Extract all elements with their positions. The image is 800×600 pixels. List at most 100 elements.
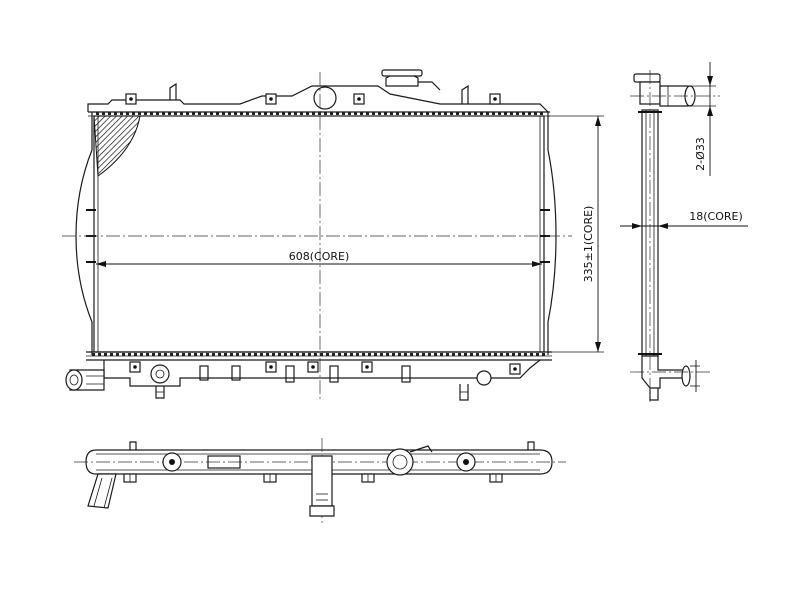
header-tooth [228, 112, 231, 115]
header-tooth [300, 112, 303, 115]
header-tooth [96, 112, 99, 115]
top-pin-right [461, 84, 469, 104]
header-tooth [320, 353, 323, 356]
header-tooth [108, 112, 111, 115]
header-tooth [384, 112, 387, 115]
header-tooth [126, 112, 129, 115]
header-tooth [102, 112, 105, 115]
header-tooth [212, 353, 215, 356]
header-tooth [210, 112, 213, 115]
header-tooth [308, 353, 311, 356]
header-tooth [524, 353, 527, 356]
header-tooth [492, 112, 495, 115]
header-tooth [462, 112, 465, 115]
core-thickness-label: 18(CORE) [689, 210, 743, 223]
inlet-neck [313, 86, 337, 110]
top-bracket-2 [265, 93, 277, 105]
header-tooth [290, 353, 293, 356]
header-tooth [416, 353, 419, 356]
header-tooth [180, 112, 183, 115]
header-tooth [314, 353, 317, 356]
header-tooth [192, 112, 195, 115]
header-tooth [252, 112, 255, 115]
header-tooth [482, 353, 485, 356]
header-tooth [170, 353, 173, 356]
header-tooth [114, 112, 117, 115]
header-tooth [512, 353, 515, 356]
header-tooth [380, 353, 383, 356]
header-tooth [152, 353, 155, 356]
header-tooth [186, 112, 189, 115]
header-tooth [518, 353, 521, 356]
header-tooth [464, 353, 467, 356]
radiator-core [93, 115, 545, 353]
tube-diameter-label: 2-Ø33 [694, 137, 707, 171]
header-tooth [138, 112, 141, 115]
header-tooth [162, 112, 165, 115]
header-tooth [516, 112, 519, 115]
bottom-header-teeth [92, 353, 545, 356]
header-tooth [504, 112, 507, 115]
outlet-pipe [65, 369, 105, 391]
angled-outlet-pipe [87, 473, 117, 509]
header-tooth [134, 353, 137, 356]
header-tooth [348, 112, 351, 115]
header-tooth [446, 353, 449, 356]
header-tooth [156, 112, 159, 115]
header-tooth [354, 112, 357, 115]
top-pin-left [169, 82, 177, 100]
header-tooth [486, 112, 489, 115]
header-tooth [372, 112, 375, 115]
header-tooth [218, 353, 221, 356]
header-tooth [296, 353, 299, 356]
header-tooth [230, 353, 233, 356]
header-tooth [164, 353, 167, 356]
header-tooth [288, 112, 291, 115]
header-tooth [254, 353, 257, 356]
bottom-diameter-marks [690, 360, 700, 392]
header-tooth [456, 112, 459, 115]
header-tooth [498, 112, 501, 115]
header-tooth [426, 112, 429, 115]
header-tooth [318, 112, 321, 115]
header-tooth [258, 112, 261, 115]
header-tooth [360, 112, 363, 115]
header-tooth [198, 112, 201, 115]
top-header-teeth [96, 112, 543, 115]
header-tooth [104, 353, 107, 356]
header-tooth [404, 353, 407, 356]
header-tooth [266, 353, 269, 356]
center-outlet-pipe [309, 455, 335, 517]
header-tooth [440, 353, 443, 356]
header-tooth [458, 353, 461, 356]
header-tooth [234, 112, 237, 115]
front-view: 608(CORE) 335±1(CORE) [62, 69, 604, 401]
core-thickness-dimension: 18(CORE) [620, 210, 748, 229]
top-bracket-3 [353, 93, 365, 105]
bottom-view-bracket-4 [489, 473, 503, 483]
header-tooth [468, 112, 471, 115]
header-tooth [248, 353, 251, 356]
header-tooth [366, 112, 369, 115]
header-tooth [374, 353, 377, 356]
header-tooth [470, 353, 473, 356]
bottom-tank [103, 359, 541, 387]
header-tooth [330, 112, 333, 115]
header-tooth [176, 353, 179, 356]
mount-boss-left [162, 452, 182, 472]
top-bracket-4 [489, 93, 501, 105]
header-tooth [410, 353, 413, 356]
header-tooth [282, 112, 285, 115]
header-tooth [530, 353, 533, 356]
header-tooth [324, 112, 327, 115]
header-tooth [122, 353, 125, 356]
header-tooth [188, 353, 191, 356]
header-tooth [168, 112, 171, 115]
side-filler-cap [633, 73, 696, 107]
header-tooth [342, 112, 345, 115]
bottom-bracket-2 [265, 361, 277, 373]
header-tooth [420, 112, 423, 115]
side-bottom-pipe [641, 355, 691, 401]
header-tooth [276, 112, 279, 115]
